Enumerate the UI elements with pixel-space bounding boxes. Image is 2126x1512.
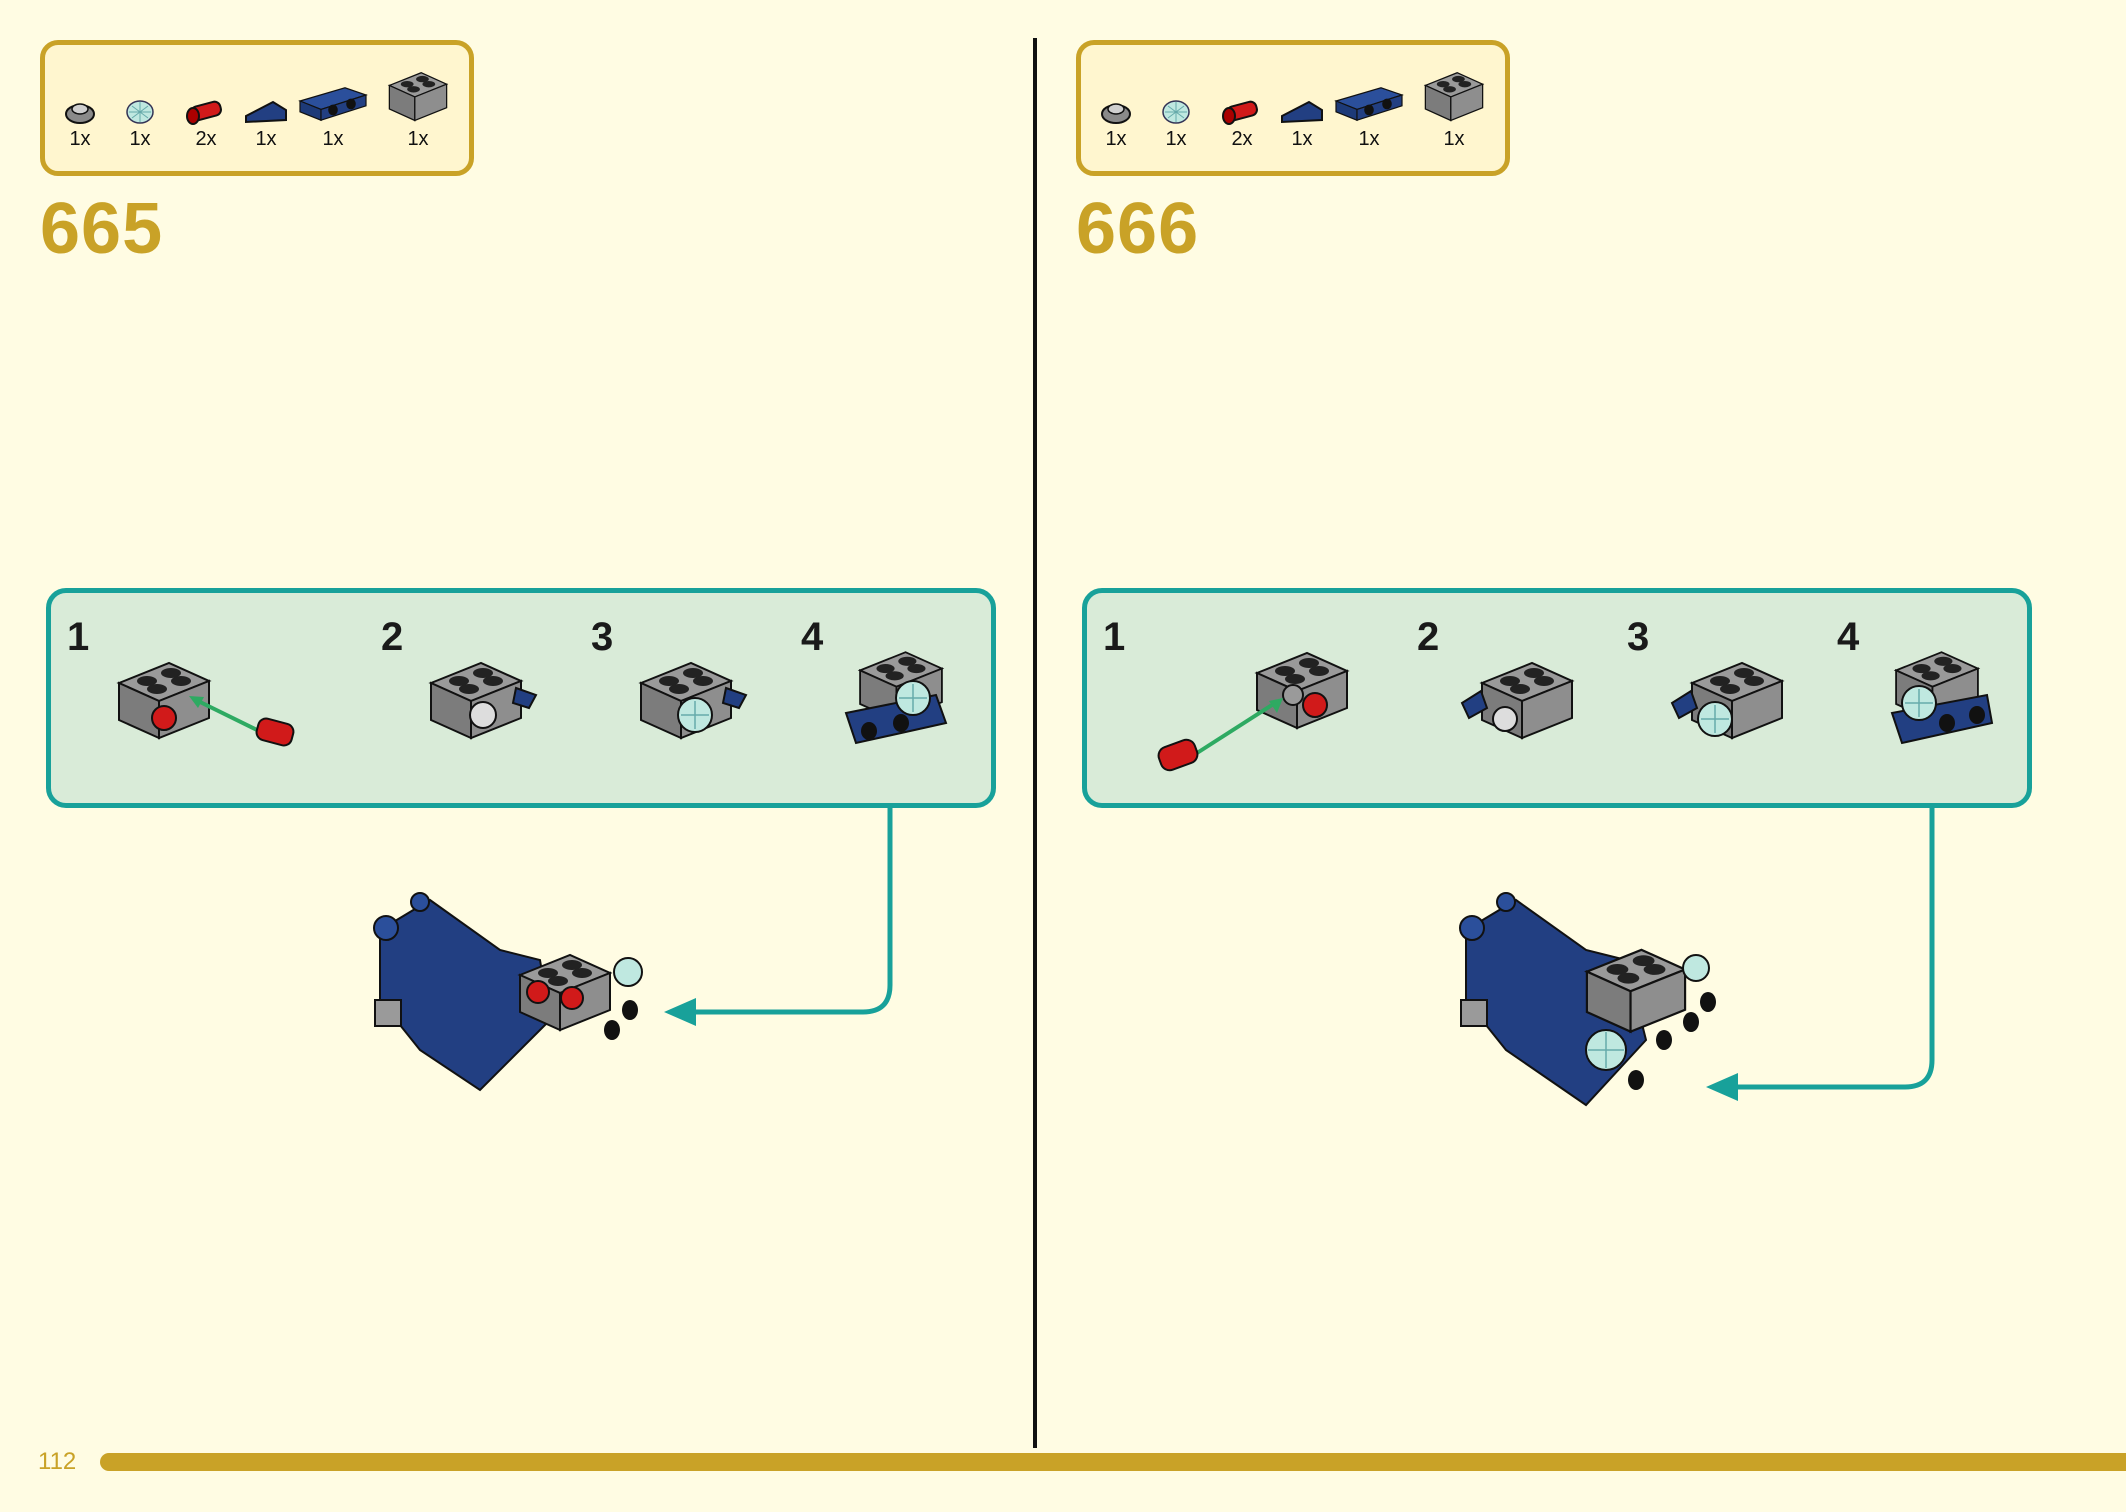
substep-callout: 1 2 3 4	[1082, 588, 2032, 808]
assembled-model-image	[1459, 892, 1716, 1107]
part-qty: 1x	[255, 128, 277, 150]
gray-round-plate-icon	[1101, 103, 1131, 124]
part-item: 1x	[1159, 96, 1193, 151]
part-qty: 1x	[1443, 128, 1465, 150]
blue-bracket-plate-icon	[299, 87, 367, 121]
part-item: 1x	[383, 64, 453, 151]
substep-number: 3	[591, 615, 614, 659]
gray-technic-brick-icon	[388, 72, 448, 122]
page-number: 112	[38, 1448, 77, 1475]
part-qty: 2x	[1231, 128, 1253, 150]
footer-bar	[100, 1453, 2126, 1471]
part-qty: 2x	[195, 128, 217, 150]
part-qty: 1x	[407, 128, 429, 150]
part-item: 1x	[1419, 64, 1489, 151]
substep-1-image	[118, 662, 295, 747]
step-number: 665	[40, 189, 164, 269]
part-item: 1x	[243, 96, 289, 151]
substep-2-image	[1460, 662, 1573, 739]
part-item: 2x	[183, 96, 229, 151]
part-qty: 1x	[322, 128, 344, 150]
gray-technic-brick-icon	[1424, 72, 1484, 122]
substep-callout: 1 2 3 4	[46, 588, 996, 808]
blue-wedge-plate-icon	[245, 100, 287, 124]
gray-round-plate-icon	[65, 103, 95, 124]
step-666-panel: 1x 1x 2x 1x 1x	[1036, 0, 2076, 1460]
part-qty: 1x	[1358, 128, 1380, 150]
substep-1-image	[1157, 652, 1348, 772]
step-665-panel: 1x 1x 2x 1x 1x	[0, 0, 1040, 1460]
part-item: 1x	[1333, 82, 1405, 151]
substep-number: 2	[381, 615, 404, 659]
assembled-model-image	[373, 892, 643, 1092]
substep-number: 4	[801, 615, 824, 659]
part-qty: 1x	[129, 128, 151, 150]
substep-number: 4	[1837, 615, 1860, 659]
substep-3-image	[1670, 662, 1783, 739]
red-pin-icon	[1222, 100, 1258, 125]
blue-wedge-plate-icon	[1281, 100, 1323, 124]
part-item: 1x	[1099, 96, 1133, 151]
part-qty: 1x	[69, 128, 91, 150]
part-qty: 1x	[1291, 128, 1313, 150]
part-qty: 1x	[1105, 128, 1127, 150]
substep-number: 2	[1417, 615, 1440, 659]
part-item: 1x	[1279, 96, 1325, 151]
parts-list: 1x 1x 2x 1x 1x	[40, 40, 474, 176]
trans-clear-dish-icon	[1162, 100, 1190, 124]
step-number: 666	[1076, 189, 1200, 269]
part-qty: 1x	[1165, 128, 1187, 150]
red-pin-icon	[186, 100, 222, 125]
substep-2-image	[430, 662, 538, 739]
trans-clear-dish-icon	[126, 100, 154, 124]
blue-bracket-plate-icon	[1335, 87, 1403, 121]
substep-number: 1	[67, 615, 90, 659]
parts-list: 1x 1x 2x 1x 1x	[1076, 40, 1510, 176]
substep-number: 3	[1627, 615, 1650, 659]
substep-4-image	[844, 651, 948, 745]
part-item: 2x	[1219, 96, 1265, 151]
substep-4-image	[1890, 651, 1994, 745]
page-divider	[1033, 38, 1037, 1448]
part-item: 1x	[297, 82, 369, 151]
part-item: 1x	[63, 96, 97, 151]
substep-number: 1	[1103, 615, 1126, 659]
part-item: 1x	[123, 96, 157, 151]
substep-3-image	[640, 662, 748, 739]
